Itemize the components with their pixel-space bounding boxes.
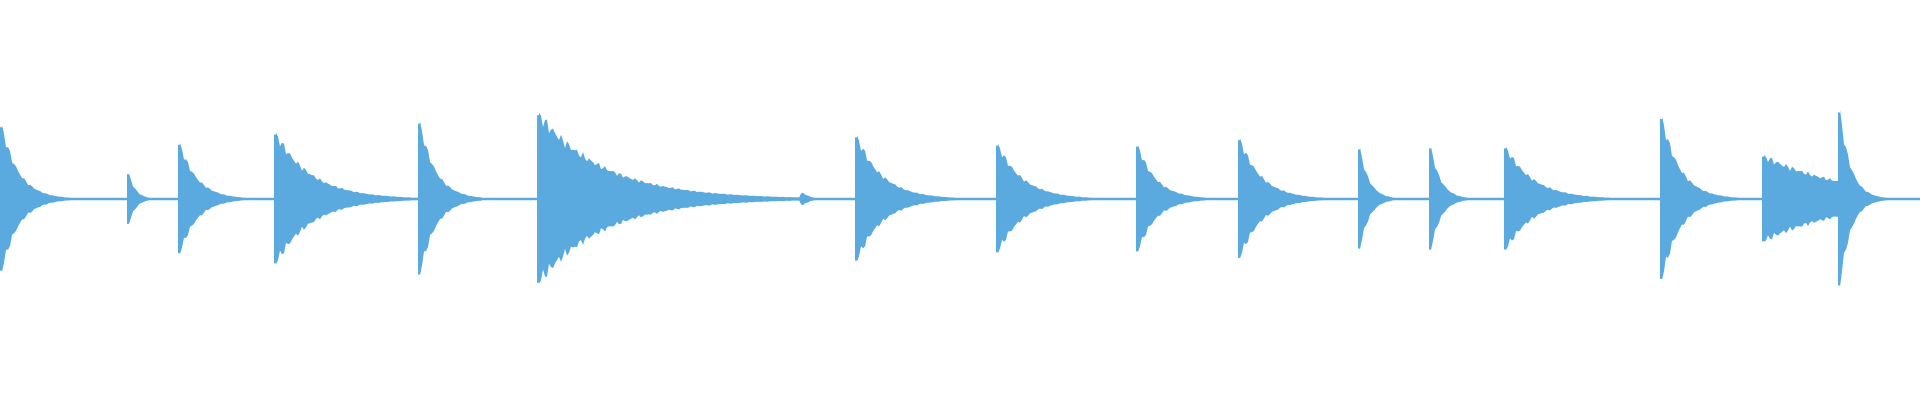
waveform-hit-14	[1504, 146, 1660, 251]
waveform-hit-16	[1762, 155, 1838, 242]
waveform-hit-17	[1838, 109, 1920, 287]
waveform-hit-8	[855, 135, 996, 262]
waveform-hit-6	[537, 112, 799, 284]
waveform-hits	[0, 109, 1920, 287]
waveform-hit-13	[1429, 146, 1504, 250]
waveform-hit-5	[418, 121, 537, 276]
waveform-hit-1	[0, 125, 127, 272]
waveform-hit-11	[1238, 138, 1358, 259]
waveform-hit-7	[799, 192, 855, 206]
waveform-hit-10	[1136, 144, 1238, 252]
waveform-hit-3	[178, 143, 274, 254]
waveform-hit-15	[1660, 116, 1762, 280]
waveform-hit-2	[127, 173, 178, 224]
waveform-hit-4	[274, 132, 418, 265]
waveform-hit-9	[996, 143, 1136, 253]
waveform-hit-12	[1358, 147, 1429, 250]
